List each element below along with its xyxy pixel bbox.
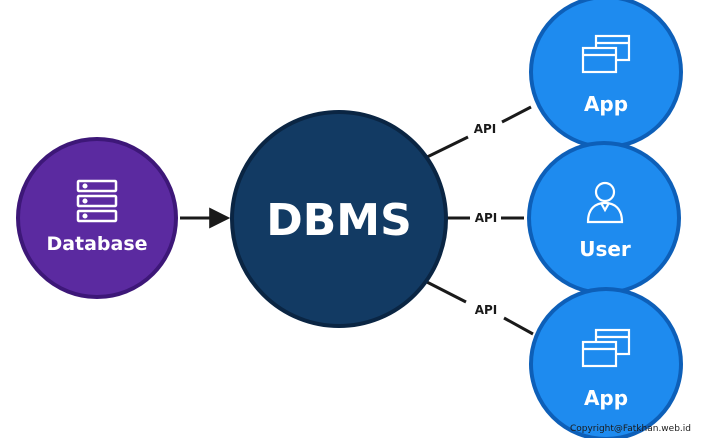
- dbms-node: DBMS: [230, 110, 448, 328]
- database-circle: [16, 137, 178, 299]
- app-window-icon: [581, 34, 631, 74]
- api-label-top: API: [474, 122, 497, 136]
- app-window-icon: [581, 328, 631, 368]
- copyright-watermark: Copyright@Fatkhan.web.id: [569, 424, 691, 434]
- connector-line-bottom-a: [420, 277, 467, 304]
- dbms-label: DBMS: [266, 195, 412, 246]
- connector-line-top-a: [420, 135, 469, 162]
- database-node: Database: [16, 137, 178, 299]
- server-stack-icon: [76, 179, 118, 223]
- database-label: Database: [46, 233, 147, 255]
- user-icon: [586, 181, 624, 224]
- api-label-middle: API: [475, 211, 498, 225]
- app-node-bottom: App: [529, 287, 683, 438]
- app-circle-top: [529, 0, 683, 149]
- app-label-top: App: [584, 92, 628, 116]
- connector-line-top-b: [501, 105, 532, 124]
- user-circle: [527, 141, 681, 295]
- app-node-top: App: [529, 0, 683, 149]
- connector-line-bottom-b: [503, 316, 534, 336]
- dbms-circle: [230, 110, 448, 328]
- user-label: User: [579, 237, 631, 261]
- api-label-bottom: API: [475, 303, 498, 317]
- user-node: User: [527, 141, 681, 295]
- app-label-bottom: App: [584, 386, 628, 410]
